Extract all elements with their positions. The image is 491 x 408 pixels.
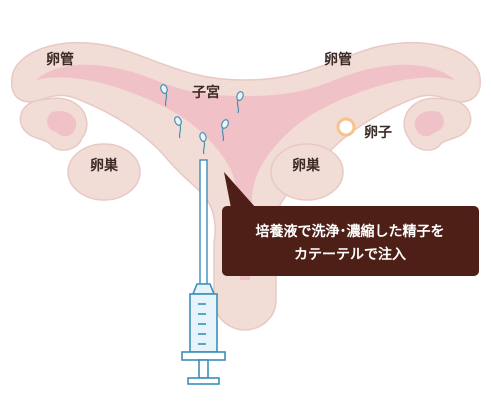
ovary-right-label: 卵巣	[292, 157, 321, 174]
fallopian-tube-left-label: 卵管	[46, 51, 74, 68]
callout-line-1: 培養液で洗浄･濃縮した精子を	[256, 223, 445, 240]
ovary-right-shape	[270, 143, 344, 201]
ovary-left-shape	[67, 143, 141, 201]
uterine-cavity	[36, 64, 455, 280]
sperm-icon	[160, 84, 168, 107]
sperm-group	[160, 84, 244, 155]
sperm-icon	[174, 116, 182, 139]
callout-line-2: カテーテルで注入	[294, 246, 406, 263]
fimbriae-left	[19, 97, 88, 151]
egg-icon	[336, 117, 356, 137]
uterus-label: 子宮	[192, 84, 220, 101]
sperm-icon	[236, 91, 244, 114]
fimbriae-right	[403, 97, 472, 151]
sperm-icon	[221, 119, 229, 142]
callout: 培養液で洗浄･濃縮した精子を カテーテルで注入	[222, 172, 479, 276]
sperm-icon	[199, 131, 207, 155]
egg-label: 卵子	[364, 124, 392, 141]
ovary-left-label: 卵巣	[90, 157, 119, 174]
fallopian-tube-right-label: 卵管	[324, 51, 352, 68]
catheter-icon	[199, 159, 208, 285]
syringe-icon	[181, 283, 226, 385]
